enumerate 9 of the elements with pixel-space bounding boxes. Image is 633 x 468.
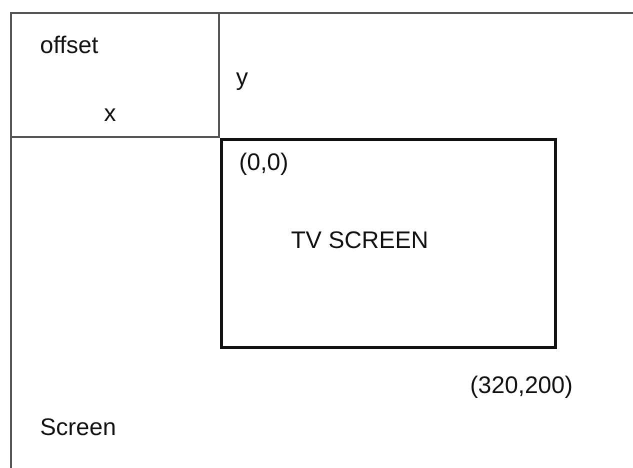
outer-screen-frame: [10, 12, 633, 468]
node-text: (0,0): [239, 151, 288, 175]
node-text: offset: [40, 34, 98, 58]
axis-label: y: [236, 66, 248, 90]
node-text: Screen: [40, 416, 116, 440]
offset-box: [12, 14, 220, 138]
node-text: TV SCREEN: [291, 229, 428, 253]
node-text: x: [104, 102, 116, 126]
coordinate-label: (320,200): [470, 374, 573, 398]
